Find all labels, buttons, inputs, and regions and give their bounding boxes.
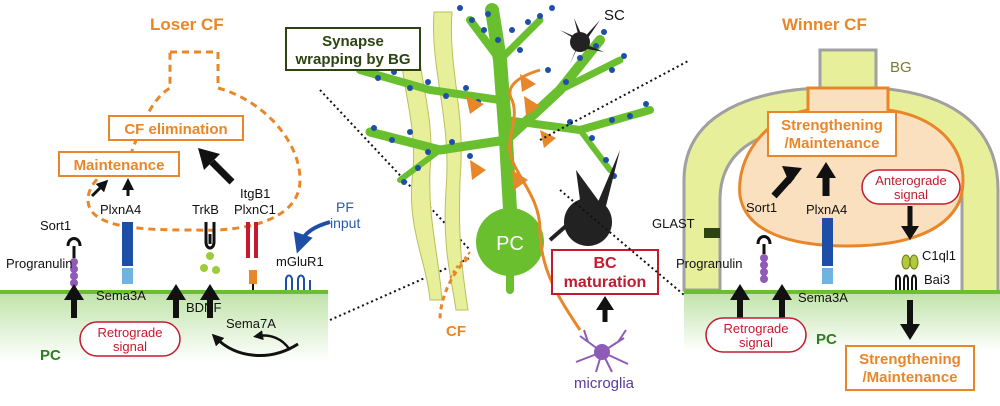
pc-soma-label: PC [496, 233, 524, 255]
cf-label: CF [446, 323, 466, 340]
microglia-label: microglia [574, 375, 635, 392]
bai3-label: Bai3 [924, 272, 950, 287]
strengthening-label-2: /Maintenance [784, 135, 879, 152]
sort1-receptor-icon [66, 237, 82, 258]
plxna4-label: PlxnA4 [100, 202, 141, 217]
loser-cf-panel: Loser CF CF elimination Maintenance Plxn… [0, 15, 360, 364]
strengthening-label-1: Strengthening [781, 117, 883, 134]
retrograde-label-right-2: signal [739, 335, 773, 350]
zoom-line-left-top [319, 89, 471, 251]
stellate-cell-icon [560, 18, 604, 64]
plxnc1-label: PlxnC1 [234, 202, 276, 217]
retrograde-arrows [64, 284, 220, 318]
bottom-strengthening-box [845, 345, 975, 391]
cf-terminals [466, 74, 556, 190]
anterograde-label-2: signal [894, 187, 928, 202]
progranulin-label: Progranulin [6, 256, 73, 271]
winner-cf-title: Winner CF [782, 15, 867, 34]
plxna4-label-right: PlxnA4 [806, 202, 847, 217]
pc-soma [476, 208, 544, 276]
basket-cell-soma [564, 198, 612, 246]
cf-elimination-label: CF elimination [124, 121, 227, 138]
trkb-receptor-icon [204, 222, 216, 250]
pc-dendrite-tree [356, 3, 654, 294]
glast-icon [704, 228, 720, 238]
mglur1-label: mGluR1 [276, 254, 324, 269]
loser-pc-label: PC [40, 347, 61, 364]
sort1-strengthening-arrow [782, 166, 802, 184]
progranulin-icon-right [760, 254, 768, 283]
sema3a-label-right: Sema3A [798, 290, 848, 305]
winner-cf-panel: Winner CF BG Strengthening /Maintenance … [652, 15, 1000, 391]
sort1-label-right: Sort1 [746, 200, 777, 215]
retrograde-signal-oval-right [705, 317, 807, 353]
c1ql1-label: C1ql1 [922, 248, 956, 263]
dendritic-spines [359, 5, 649, 185]
bai3-strengthening-arrow [900, 324, 920, 340]
bc-maturation-label-2: maturation [564, 274, 647, 291]
loser-cf-fiber [438, 256, 470, 321]
retrograde-signal-oval [79, 321, 181, 357]
winner-cf-fiber [508, 68, 582, 331]
sort1-receptor-icon-right [756, 235, 772, 254]
c1ql1-icon [901, 254, 919, 270]
itgb1-plxnc1-receptor-icon [246, 222, 258, 296]
cf-elimination-box [108, 115, 244, 141]
trkb-label: TrkB [192, 202, 219, 217]
pf-input-arrow [293, 220, 331, 254]
sort1-maintenance-arrow [90, 179, 109, 198]
sema3a-label: Sema3A [96, 288, 146, 303]
synapse-wrapping-box [285, 27, 421, 71]
bdnf-label: BDNF [186, 300, 221, 315]
glast-label: GLAST [652, 216, 695, 231]
loser-cf-title: Loser CF [150, 15, 224, 34]
pf-input-label-2: input [330, 215, 360, 231]
plxna4-receptor-icon [122, 222, 133, 266]
bg-label: BG [890, 59, 912, 76]
sort1-label: Sort1 [40, 218, 71, 233]
maintenance-box [58, 151, 180, 177]
elimination-arrow [209, 159, 235, 185]
anterograde-arrow [901, 226, 919, 240]
bottom-strengthening-label-1: Strengthening [859, 351, 961, 368]
bc-maturation-box [551, 249, 659, 295]
maintenance-label: Maintenance [74, 157, 165, 174]
retrograde-arrows-right [730, 284, 792, 318]
synapse-wrapping-label-1: Synapse [322, 33, 384, 50]
anterograde-signal-oval [861, 169, 961, 205]
progranulin-label-right: Progranulin [676, 256, 743, 271]
retrograde-label-2: signal [113, 339, 147, 354]
plxna4-receptor-icon-right [822, 218, 833, 266]
bottom-strengthening-label-2: /Maintenance [862, 369, 957, 386]
sema7a-label: Sema7A [226, 316, 276, 331]
itgb1-label: ItgB1 [240, 186, 270, 201]
zoom-line-right-top [539, 59, 691, 141]
pf-input-label-1: PF [336, 199, 354, 215]
strengthening-box [767, 111, 897, 157]
progranulin-icon [70, 258, 78, 287]
center-neuron-panel: PC CF SC Synapse wrapping by BG [285, 3, 659, 392]
zoom-line-left-bottom [329, 257, 471, 321]
bdnf-icon [200, 252, 220, 274]
synapse-wrapping-label-2: wrapping by BG [294, 51, 410, 68]
sc-label: SC [604, 7, 625, 24]
retrograde-label-1: Retrograde [97, 325, 162, 340]
retrograde-label-right-1: Retrograde [723, 321, 788, 336]
zoom-line-right-bottom [559, 189, 691, 301]
anterograde-label-1: Anterograde [875, 173, 947, 188]
bc-maturation-label-1: BC [593, 255, 617, 272]
plxna4-strengthening-arrow [816, 162, 836, 178]
bai3-receptor-icon [895, 274, 917, 300]
microglia-icon [575, 329, 629, 373]
winner-pc-label: PC [816, 331, 837, 348]
